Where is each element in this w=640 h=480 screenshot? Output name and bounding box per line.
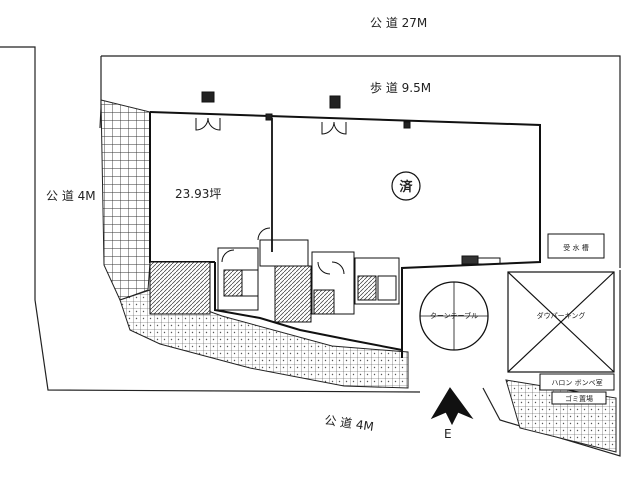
compass-arrow-icon — [430, 387, 474, 426]
water-tank-label: 受 水 槽 — [563, 243, 588, 252]
service-core — [149, 227, 501, 323]
road-south: 公 道 4M — [324, 413, 375, 434]
contracted-mark: 済 — [399, 179, 413, 195]
drive-parking — [507, 271, 615, 373]
north-doors — [195, 91, 411, 135]
road-north-outer: 公 道 27M — [370, 16, 427, 30]
turntable — [419, 281, 489, 351]
garbage-room-label: ゴミ置場 — [565, 394, 593, 403]
halon-room-label: ハロン ボンベ室 — [551, 378, 602, 387]
compass-letter: E — [444, 427, 452, 441]
right-rooms — [539, 233, 615, 405]
road-west: 公 道 4M — [46, 189, 96, 203]
drive-parking-label: ダウパーキング — [537, 311, 586, 320]
road-north-inner: 歩 道 9.5M — [370, 80, 431, 95]
floor-area-label: 23.93坪 — [175, 187, 221, 201]
turntable-label: ターンテーブル — [430, 311, 478, 320]
contracted-mark-circle — [391, 171, 421, 201]
